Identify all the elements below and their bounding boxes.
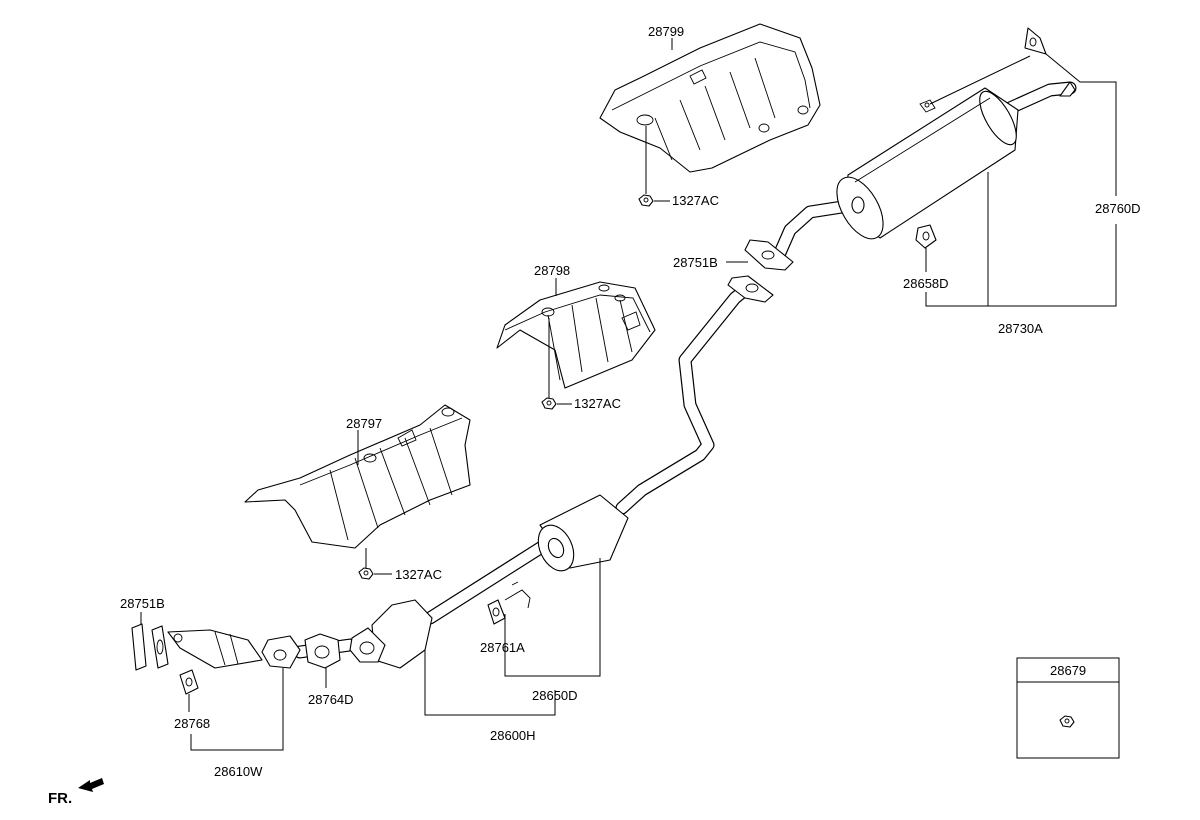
rubber-hanger-28658d[interactable]: [915, 224, 937, 272]
gasket-28764d[interactable]: [304, 633, 341, 688]
label-28751b-upper: 28751B: [673, 255, 718, 270]
leader-28650d: [504, 558, 601, 677]
inset-box-28679[interactable]: [1016, 657, 1120, 759]
label-1327ac-mid: 1327AC: [574, 396, 621, 411]
exhaust-pipe-route: [293, 81, 1077, 659]
label-28799: 28799: [648, 24, 684, 39]
center-muffler-28650d[interactable]: [531, 494, 629, 577]
heat-protector-28797[interactable]: [244, 404, 471, 549]
label-28658d: 28658D: [903, 276, 949, 291]
heat-protector-28799[interactable]: [599, 23, 821, 173]
nut-28679-icon: [1059, 715, 1075, 728]
nut-1327ac-mid[interactable]: [541, 318, 572, 410]
leader-28610w: [190, 668, 284, 751]
gasket-28751b-lower[interactable]: [131, 612, 169, 671]
front-pipe-28610w[interactable]: [167, 629, 301, 669]
label-28798: 28798: [534, 263, 570, 278]
rear-muffler-28730a[interactable]: [827, 81, 1076, 246]
leader-28760d-b: [929, 55, 1031, 105]
heat-protector-28798[interactable]: [496, 281, 656, 389]
leader-28760d-a: [1045, 53, 1117, 196]
leader-28730a-a: [925, 224, 1117, 307]
front-label: FR.: [48, 790, 72, 807]
label-28768: 28768: [174, 716, 210, 731]
hanger-28760d[interactable]: [919, 27, 1047, 113]
label-28679: 28679: [1050, 663, 1086, 678]
rubber-hanger-28768[interactable]: [179, 669, 199, 712]
front-direction: FR.: [48, 778, 104, 807]
leader-28600h: [424, 650, 556, 716]
catalytic-converter-28600h[interactable]: [349, 599, 433, 669]
label-28600h: 28600H: [490, 728, 536, 743]
nut-1327ac-low[interactable]: [358, 548, 392, 580]
gasket-28751b-upper[interactable]: [727, 239, 794, 303]
label-28730a: 28730A: [998, 321, 1043, 336]
label-1327ac-low: 1327AC: [395, 567, 442, 582]
label-28610w: 28610W: [214, 764, 263, 779]
label-28751b-lower: 28751B: [120, 596, 165, 611]
label-28761a: 28761A: [480, 640, 525, 655]
front-direction-arrow-icon: [78, 778, 104, 792]
label-1327ac-top: 1327AC: [672, 193, 719, 208]
rubber-hanger-28761a[interactable]: [487, 581, 531, 625]
label-28764d: 28764D: [308, 692, 354, 707]
label-28760d: 28760D: [1095, 201, 1141, 216]
nut-1327ac-top[interactable]: [638, 126, 670, 207]
label-28797: 28797: [346, 416, 382, 431]
